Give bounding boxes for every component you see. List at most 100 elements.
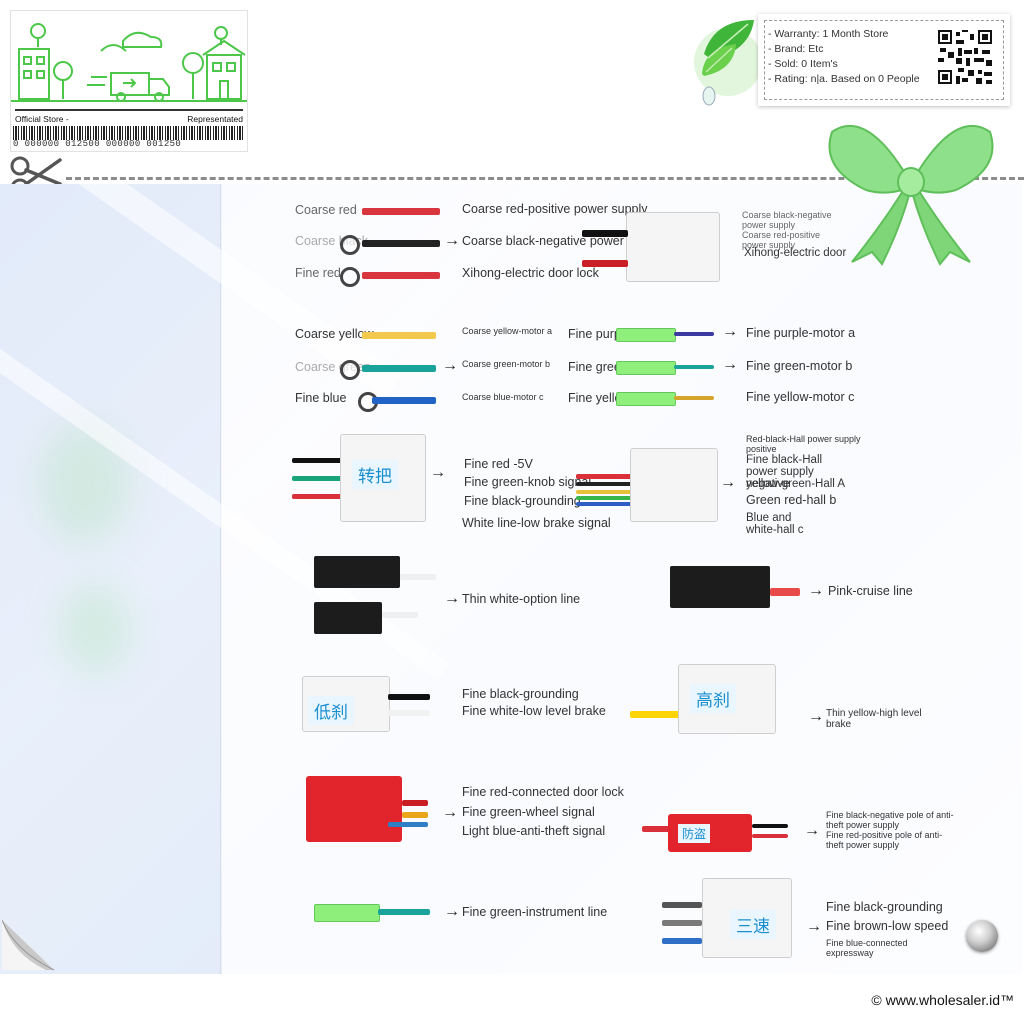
label-wheel-signal: Fine green-wheel signal — [462, 805, 595, 819]
wire-light-blue — [388, 822, 428, 827]
label-brake-signal: White line-low brake signal — [462, 516, 611, 530]
wire-red — [582, 260, 628, 267]
label-high-brake: Thin yellow-high level brake — [826, 708, 922, 730]
wire-red — [402, 800, 428, 806]
brand-text: - Brand: Etc — [768, 43, 824, 55]
label-expressway: Fine blue-connected expressway — [826, 938, 908, 958]
store-right-label: Representated — [187, 114, 243, 124]
knob-icon — [966, 920, 998, 952]
green-pin-connector — [616, 328, 676, 342]
ring-terminal — [340, 235, 360, 255]
label-fine-purple: Fine purple — [568, 327, 631, 341]
arrow: → — [430, 464, 446, 481]
label-low-speed: Fine brown-low speed — [826, 919, 949, 933]
wire-brown — [662, 920, 702, 926]
info-list: - Warranty: 1 Month Store - Brand: Etc -… — [768, 27, 920, 87]
warranty-text: - Warranty: 1 Month Store — [768, 28, 889, 40]
label-anti-theft: Light blue-anti-theft signal — [462, 824, 606, 838]
instrument-pin — [314, 904, 380, 922]
label-connected-door-lock: Fine red-connected door lock — [462, 785, 624, 799]
label-motor-c: Coarse blue-motor c — [462, 392, 544, 402]
store-illustration — [11, 23, 247, 102]
label-low-brake: Fine white-low level brake — [462, 704, 606, 718]
green-pin-connector — [616, 392, 676, 406]
label-hall-b: Green red-hall b — [746, 493, 837, 507]
qr-code-icon — [936, 28, 994, 86]
wire-yellow — [362, 332, 436, 339]
label-cruise-line: Pink-cruise line — [828, 584, 913, 598]
store-badge: Official Store - Representated 0 000000 … — [10, 10, 248, 152]
label-knob-signal: Fine green-knob signal — [464, 475, 592, 489]
arrow: → — [442, 804, 458, 821]
wire-blue — [576, 502, 632, 506]
wire-yellow — [576, 490, 632, 494]
label-anti-theft-negative: Fine black-negative pole of anti-theft p… — [826, 810, 954, 830]
rating-text: - Rating: n|a. Based on 0 People — [768, 73, 920, 85]
product-info-box: - Warranty: 1 Month Store - Brand: Etc -… — [758, 14, 1010, 106]
high-brake-chinese-tag: 高刹 — [690, 684, 736, 713]
hall-connector — [630, 448, 718, 522]
label-fine-motor-a: Fine purple-motor a — [746, 326, 856, 340]
wire-black — [292, 458, 342, 463]
wire-yellow — [674, 396, 714, 400]
label-grounding: Fine black-grounding — [464, 494, 581, 508]
label-fine-green: Fine green — [568, 360, 628, 374]
page-peel-icon — [2, 920, 55, 971]
wire-black — [582, 230, 628, 237]
arrow: → — [804, 822, 820, 839]
label-negative-supply: Coarse black-negative power supply — [462, 234, 664, 248]
arrow: → — [722, 323, 738, 340]
wire-red — [752, 834, 788, 838]
label-anti-theft-positive: Fine red-positive pole of anti-theft pow… — [826, 830, 943, 850]
arrow: → — [444, 590, 460, 607]
label-hall-negative: Fine black-Hall power supply negative — [746, 454, 823, 490]
label-speed-grounding: Fine black-grounding — [826, 900, 943, 914]
arrow: → — [444, 903, 460, 920]
option-connector-top — [314, 556, 400, 588]
arrow: → — [722, 356, 738, 373]
label-right-negative: Coarse black-negative power supply — [742, 210, 832, 230]
arrow: → — [444, 232, 460, 249]
cut-line — [66, 177, 1024, 180]
wire-blue — [372, 397, 436, 404]
arrow: → — [806, 918, 822, 935]
cruise-connector — [670, 566, 770, 608]
barcode-number: 0 000000 012500 000000 001250 — [13, 139, 182, 149]
label-option-line: Thin white-option line — [462, 592, 581, 606]
wire-red — [362, 208, 440, 215]
label-positive-supply: Coarse red-positive power supply — [462, 202, 648, 216]
label-hall-positive: Red-black-Hall power supply positive — [746, 434, 861, 454]
label-right-lock: Xihong-electric door — [744, 247, 847, 259]
wire-black — [662, 902, 702, 908]
wiring-diagram: Coarse red Coarse red-positive power sup… — [222, 184, 1022, 974]
wire-green — [378, 909, 430, 915]
option-connector-bottom — [314, 602, 382, 634]
store-divider — [15, 109, 243, 111]
wire-black — [362, 240, 440, 247]
wire-black — [576, 482, 632, 486]
wire-black — [388, 694, 430, 700]
wire-purple — [674, 332, 714, 336]
wire-pink — [770, 588, 800, 596]
label-motor-b: Coarse green-motor b — [462, 359, 551, 369]
label-low-grounding: Fine black-grounding — [462, 687, 579, 701]
arrow: → — [442, 357, 458, 374]
wire-red — [292, 494, 342, 499]
arrow: → — [720, 474, 736, 491]
power-connector — [626, 212, 720, 282]
anti-theft-chinese-tag: 防盗 — [678, 824, 711, 843]
label-fine-motor-c: Fine yellow-motor c — [746, 390, 855, 404]
left-side-bar — [0, 184, 221, 974]
wire-green — [576, 496, 632, 500]
leaf-icon — [694, 20, 760, 106]
wire-red — [362, 272, 440, 279]
handle-chinese-tag: 转把 — [352, 460, 398, 489]
wire-yellow — [402, 812, 428, 818]
arrow: → — [808, 708, 824, 725]
label-coarse-red: Coarse red — [295, 203, 357, 217]
low-brake-chinese-tag: 低刹 — [308, 696, 354, 725]
barcode — [13, 126, 245, 140]
green-glow — [60, 584, 130, 674]
ring-terminal — [340, 267, 360, 287]
wire-blue — [662, 938, 702, 944]
